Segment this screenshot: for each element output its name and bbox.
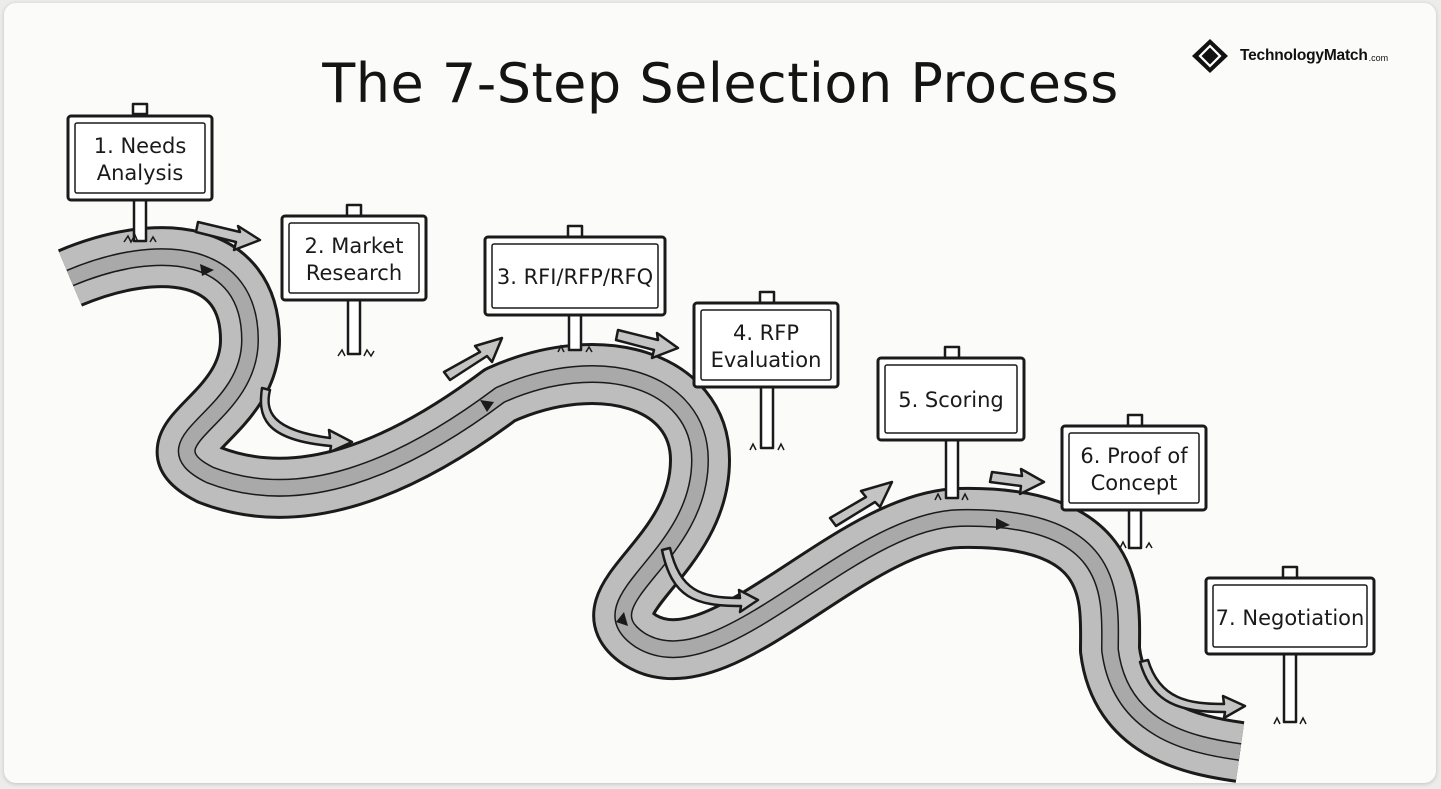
step-4-label-line-1: 4. RFP — [733, 321, 799, 345]
road-arrow-icon — [616, 612, 628, 626]
arrow-icon-5-6 — [988, 467, 1046, 496]
diamond-logo-icon — [1192, 39, 1228, 73]
signpost-step-6: 6. Proof of Concept — [1060, 413, 1208, 550]
step-1-label-line-2: Analysis — [97, 161, 184, 185]
arrow-icon-2-3 — [259, 386, 354, 454]
signpost-step-4: 4. RFP Evaluation — [692, 290, 840, 450]
signpost-step-7: 7. Negotiation — [1204, 565, 1376, 724]
arrow-icon-6-7 — [1138, 658, 1247, 720]
step-2-label-line-2: Research — [306, 261, 402, 285]
winding-road — [57, 226, 1245, 783]
step-6-label-line-2: Concept — [1091, 471, 1178, 495]
arrow-icon-1-2 — [194, 220, 262, 252]
road-direction-arrows — [200, 264, 1010, 626]
brand-logo: TechnologyMatch .com — [1190, 38, 1388, 74]
arrow-icon-3-4-up — [442, 336, 504, 382]
road-arrow-icon — [480, 400, 494, 412]
step-6-label-line-1: 6. Proof of — [1080, 444, 1188, 468]
brand-name: TechnologyMatch — [1240, 47, 1368, 64]
signpost-step-1: 1. Needs Analysis — [66, 102, 214, 243]
step-7-label: 7. Negotiation — [1216, 606, 1365, 630]
signposts: 1. Needs Analysis 2. Market Research 3. … — [66, 102, 1376, 724]
page-title: The 7-Step Selection Process — [322, 52, 1119, 115]
grass-tufts — [123, 233, 1307, 725]
signpost-step-3: 3. RFI/RFP/RFQ — [483, 224, 667, 352]
road-arrow-icon — [996, 518, 1010, 530]
road-arrow-icon — [200, 264, 214, 276]
step-3-label: 3. RFI/RFP/RFQ — [497, 265, 653, 289]
arrow-icon-5-up — [828, 480, 894, 528]
brand-tld: .com — [1368, 53, 1389, 63]
step-1-label-line-1: 1. Needs — [94, 134, 187, 158]
signpost-step-5: 5. Scoring — [876, 345, 1026, 500]
arrow-icon-4-5 — [660, 546, 760, 614]
step-4-label-line-2: Evaluation — [711, 348, 822, 372]
signpost-step-2: 2. Market Research — [280, 203, 428, 356]
step-2-label-line-1: 2. Market — [305, 234, 404, 258]
arrow-icon-3-4 — [614, 328, 680, 360]
step-5-label: 5. Scoring — [898, 388, 1004, 412]
step-arrows — [194, 220, 1247, 720]
